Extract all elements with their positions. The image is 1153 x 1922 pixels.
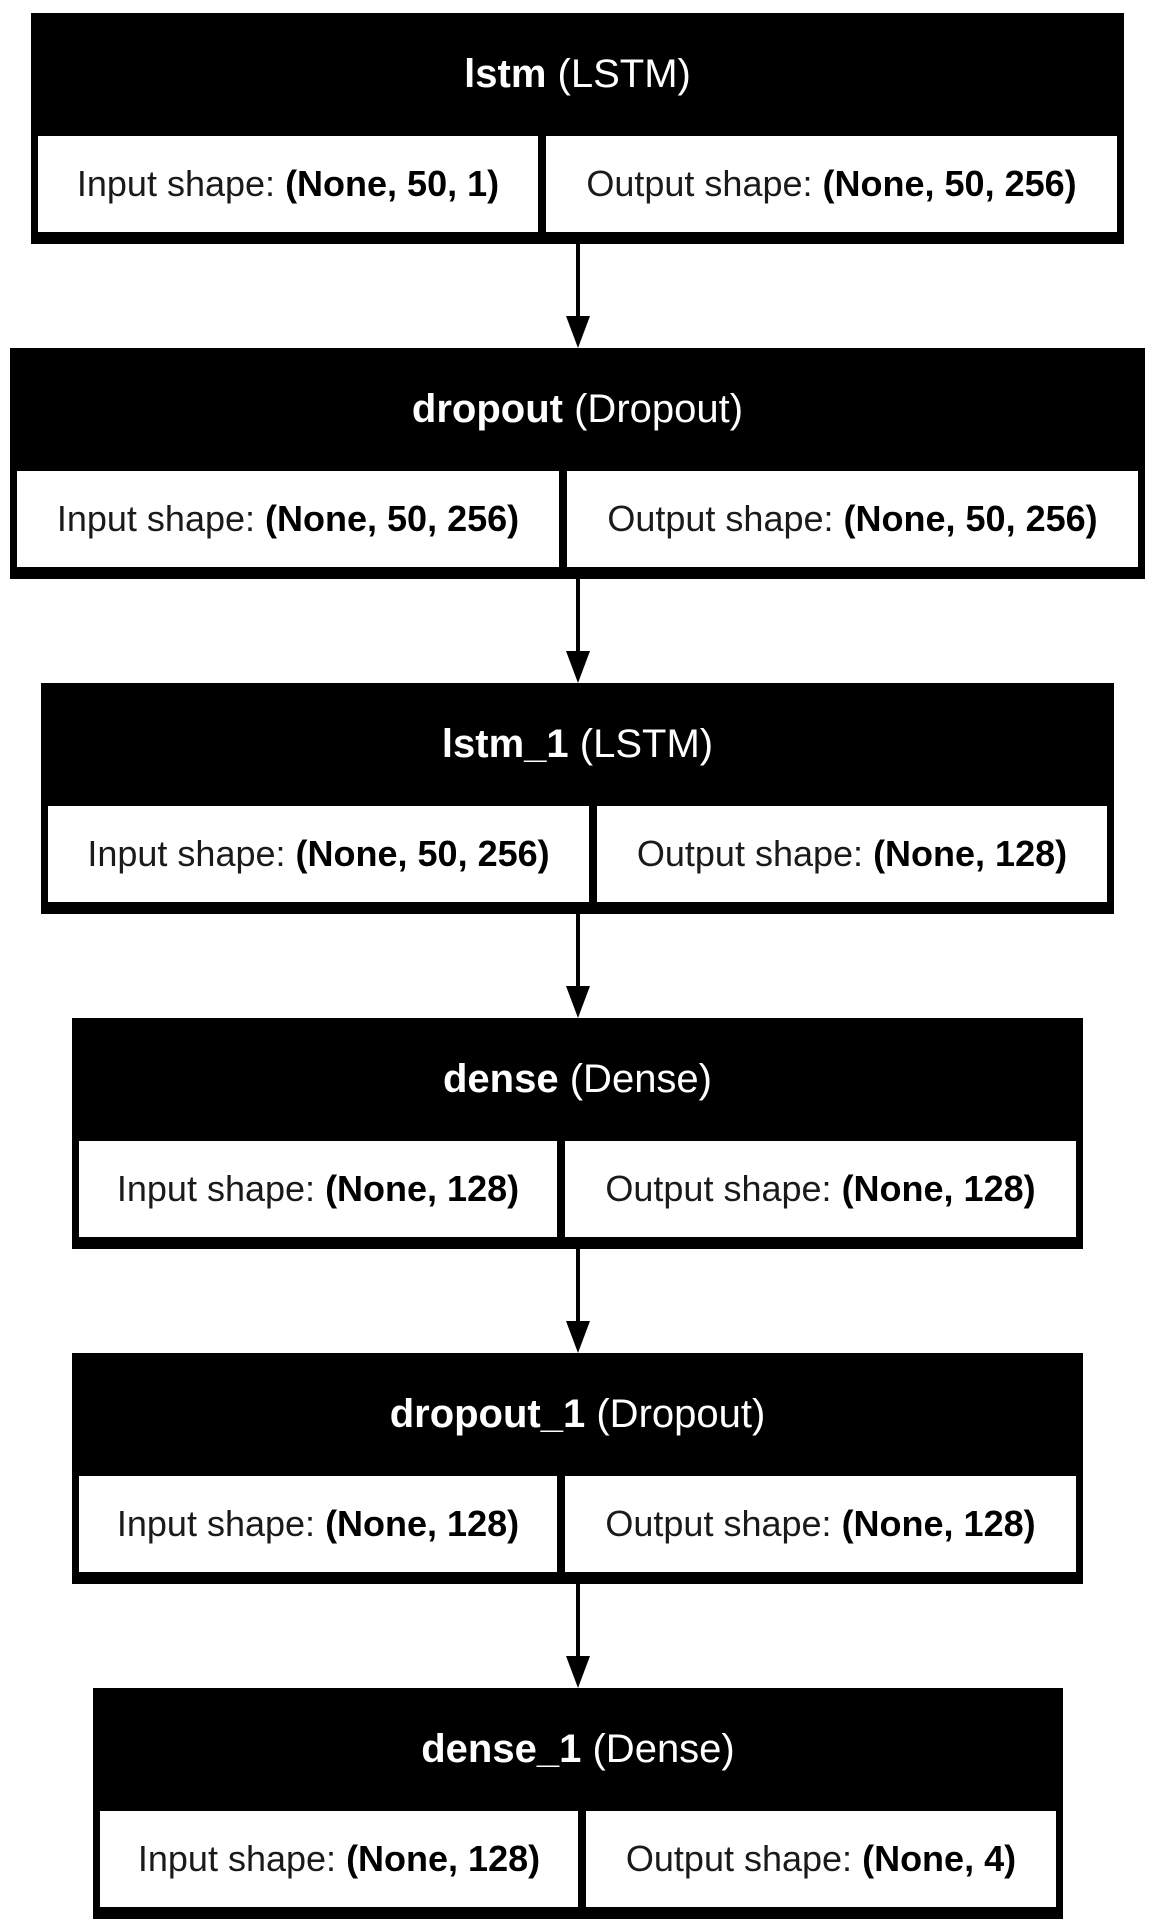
layer-title: dropout_1 (Dropout) bbox=[79, 1353, 1076, 1476]
output-shape-value: (None, 50, 256) bbox=[843, 498, 1098, 539]
output-shape-cell: Output shape: (None, 128) bbox=[565, 1476, 1076, 1572]
input-shape-cell: Input shape: (None, 128) bbox=[79, 1476, 557, 1572]
layer-title: dense_1 (Dense) bbox=[100, 1688, 1056, 1811]
input-shape-label: Input shape: bbox=[76, 163, 276, 204]
input-shape-cell: Input shape: (None, 128) bbox=[79, 1141, 557, 1237]
edge-arrow bbox=[566, 914, 590, 1018]
layer-node-lstm-1: lstm_1 (LSTM) Input shape: (None, 50, 25… bbox=[41, 683, 1114, 914]
shape-row: Input shape: (None, 128) Output shape: (… bbox=[79, 1141, 1076, 1237]
layer-name: dense bbox=[443, 1057, 559, 1101]
input-shape-value: (None, 128) bbox=[325, 1168, 520, 1209]
layer-type: (Dense) bbox=[592, 1727, 735, 1771]
input-shape-value: (None, 50, 256) bbox=[265, 498, 520, 539]
output-shape-value: (None, 128) bbox=[841, 1503, 1036, 1544]
layer-node-dense: dense (Dense) Input shape: (None, 128) O… bbox=[72, 1018, 1083, 1249]
layer-node-lstm: lstm (LSTM) Input shape: (None, 50, 1) O… bbox=[31, 13, 1124, 244]
layer-name: dropout bbox=[411, 387, 563, 431]
output-shape-cell: Output shape: (None, 4) bbox=[586, 1811, 1056, 1907]
input-shape-label: Input shape: bbox=[116, 1503, 316, 1544]
output-shape-label: Output shape: bbox=[607, 498, 834, 539]
layer-node-dropout: dropout (Dropout) Input shape: (None, 50… bbox=[10, 348, 1145, 579]
output-shape-value: (None, 128) bbox=[841, 1168, 1036, 1209]
input-shape-value: (None, 50, 1) bbox=[285, 163, 500, 204]
layer-name: dropout_1 bbox=[389, 1392, 586, 1436]
edge-arrow bbox=[566, 1249, 590, 1353]
layer-name: lstm_1 bbox=[441, 722, 569, 766]
output-shape-label: Output shape: bbox=[605, 1168, 832, 1209]
input-shape-label: Input shape: bbox=[116, 1168, 316, 1209]
output-shape-label: Output shape: bbox=[625, 1838, 853, 1879]
output-shape-label: Output shape: bbox=[605, 1503, 832, 1544]
layer-title: dropout (Dropout) bbox=[17, 348, 1138, 471]
layer-name: lstm bbox=[464, 52, 547, 96]
layer-node-dropout-1: dropout_1 (Dropout) Input shape: (None, … bbox=[72, 1353, 1083, 1584]
layer-name: dense_1 bbox=[421, 1727, 582, 1771]
layer-type: (LSTM) bbox=[557, 52, 691, 96]
layer-type: (LSTM) bbox=[579, 722, 714, 766]
shape-row: Input shape: (None, 50, 1) Output shape:… bbox=[38, 136, 1117, 232]
shape-row: Input shape: (None, 50, 256) Output shap… bbox=[17, 471, 1138, 567]
input-shape-cell: Input shape: (None, 50, 256) bbox=[48, 806, 589, 902]
shape-row: Input shape: (None, 128) Output shape: (… bbox=[100, 1811, 1056, 1907]
layer-node-dense-1: dense_1 (Dense) Input shape: (None, 128)… bbox=[93, 1688, 1063, 1919]
shape-row: Input shape: (None, 128) Output shape: (… bbox=[79, 1476, 1076, 1572]
output-shape-cell: Output shape: (None, 128) bbox=[597, 806, 1107, 902]
edge-arrow bbox=[566, 244, 590, 348]
input-shape-label: Input shape: bbox=[56, 498, 256, 539]
input-shape-label: Input shape: bbox=[137, 1838, 337, 1879]
edge-arrow bbox=[566, 1584, 590, 1688]
input-shape-cell: Input shape: (None, 128) bbox=[100, 1811, 578, 1907]
input-shape-label: Input shape: bbox=[87, 833, 286, 874]
layer-title: lstm (LSTM) bbox=[38, 13, 1117, 136]
output-shape-cell: Output shape: (None, 50, 256) bbox=[567, 471, 1138, 567]
output-shape-label: Output shape: bbox=[636, 833, 864, 874]
layer-title: lstm_1 (LSTM) bbox=[48, 683, 1107, 806]
input-shape-value: (None, 128) bbox=[325, 1503, 520, 1544]
output-shape-cell: Output shape: (None, 128) bbox=[565, 1141, 1076, 1237]
input-shape-cell: Input shape: (None, 50, 1) bbox=[38, 136, 538, 232]
input-shape-value: (None, 50, 256) bbox=[295, 833, 550, 874]
output-shape-label: Output shape: bbox=[586, 163, 813, 204]
layer-title: dense (Dense) bbox=[79, 1018, 1076, 1141]
layer-type: (Dropout) bbox=[574, 387, 744, 431]
input-shape-value: (None, 128) bbox=[346, 1838, 541, 1879]
layer-type: (Dense) bbox=[569, 1057, 712, 1101]
output-shape-value: (None, 4) bbox=[862, 1838, 1017, 1879]
output-shape-value: (None, 128) bbox=[873, 833, 1068, 874]
output-shape-cell: Output shape: (None, 50, 256) bbox=[546, 136, 1117, 232]
edge-arrow bbox=[566, 579, 590, 683]
shape-row: Input shape: (None, 50, 256) Output shap… bbox=[48, 806, 1107, 902]
layer-type: (Dropout) bbox=[596, 1392, 766, 1436]
input-shape-cell: Input shape: (None, 50, 256) bbox=[17, 471, 559, 567]
output-shape-value: (None, 50, 256) bbox=[822, 163, 1077, 204]
